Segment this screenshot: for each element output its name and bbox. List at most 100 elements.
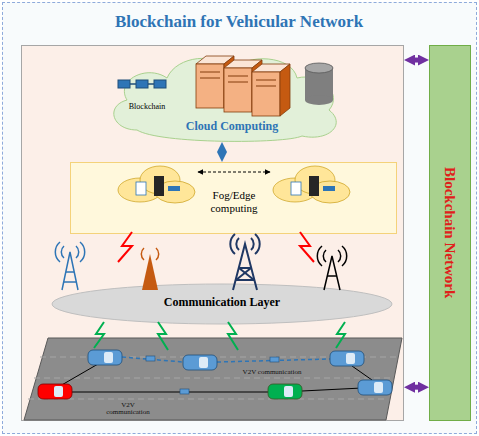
tower-bar (66, 271, 74, 273)
cylinder-body (305, 68, 333, 100)
cloud-puff (140, 166, 180, 194)
layer-label: Cloud Computing (147, 120, 317, 134)
cylinder-top (305, 63, 333, 73)
tower-bar (239, 267, 251, 269)
server-side (252, 60, 262, 112)
signal-arc (317, 246, 322, 266)
system-panel: Cloud ComputingBlockchainFog/Edge comput… (21, 45, 404, 421)
fog-cloud (118, 166, 195, 203)
car-window (199, 357, 208, 368)
cell-tower (141, 248, 158, 290)
cloud-puff (310, 181, 350, 203)
car (268, 384, 302, 399)
server-slot (200, 72, 220, 73)
signal-arc (61, 246, 64, 258)
car (88, 350, 122, 365)
lane-marking (28, 399, 388, 400)
car-window (284, 386, 293, 397)
lane-marking (34, 378, 392, 379)
layer-label: Fog/Edge computing (202, 189, 266, 214)
chain-block (323, 186, 335, 191)
chain-block (118, 80, 130, 88)
cloud-puff (118, 178, 162, 202)
server-slot (228, 82, 248, 83)
signal-arc (323, 250, 326, 262)
layer-label: Communication Layer (52, 296, 392, 310)
signal-arc (338, 250, 341, 262)
car (183, 355, 217, 370)
server-slot (256, 80, 276, 81)
server-top (224, 60, 262, 68)
band-label: Blockchain Network (441, 46, 458, 420)
cell-tower (317, 246, 346, 290)
database-cylinder (305, 63, 333, 105)
lane-marking (40, 357, 396, 358)
blockchain-link-arrow (413, 58, 420, 63)
car-body (330, 351, 364, 366)
tower-bar (236, 279, 254, 281)
wireless-link (94, 322, 104, 348)
link-label: V2V communication (230, 368, 314, 376)
signal-arc (255, 234, 260, 254)
document-icon (291, 182, 301, 195)
v2v-link (217, 359, 330, 362)
tower-body (142, 254, 158, 290)
chain-block (168, 186, 180, 191)
chain-link (148, 83, 154, 85)
cloud-shape (114, 58, 336, 141)
signal-arc (230, 234, 235, 254)
communication-layer: Communication Layer (52, 284, 392, 324)
chain-block (136, 80, 148, 88)
tower-frame (324, 256, 340, 290)
block-icon (180, 389, 189, 394)
server-side (280, 64, 290, 116)
cell-tower (230, 234, 259, 290)
car-window (346, 353, 355, 364)
v2v-link (302, 388, 362, 391)
car (358, 380, 392, 395)
v2v-link (122, 357, 183, 362)
tower-brace (236, 268, 251, 280)
signal-arc (141, 248, 144, 260)
cylinder-bottom (305, 95, 333, 105)
cloud-puff (155, 181, 195, 203)
signal-arc (251, 238, 254, 250)
server-slot (256, 86, 276, 87)
v2v-link (352, 366, 372, 380)
v2v-link (60, 364, 98, 386)
car (330, 351, 364, 366)
dotted-arrow (198, 171, 270, 172)
wireless-link (336, 322, 345, 348)
wireless-link (300, 232, 314, 262)
car-body (38, 384, 72, 399)
chain-block (154, 80, 166, 88)
tower-frame (62, 252, 78, 290)
data-flow-arrow (220, 150, 224, 154)
signal-arc (55, 242, 60, 262)
document-icon (136, 182, 146, 195)
cloud-layer: Cloud ComputingBlockchain (97, 50, 347, 142)
cell-tower (55, 242, 84, 290)
signal-arc (76, 246, 79, 258)
car-body (88, 350, 122, 365)
cloud-puff (295, 166, 335, 194)
car-body (268, 384, 302, 399)
road-shape (24, 338, 402, 420)
block-icon (270, 357, 279, 362)
server-top (252, 64, 290, 72)
layer-ellipse (52, 284, 392, 324)
road-shape (24, 338, 402, 420)
car-window (54, 386, 63, 397)
fog-layer: Fog/Edge computing (70, 162, 397, 234)
wireless-link (228, 322, 238, 350)
server-icon (154, 176, 164, 196)
diagram-title: Blockchain for Vehicular Network (3, 12, 475, 32)
server-slot (228, 76, 248, 77)
blockchain-band: Blockchain Network (429, 45, 471, 421)
server-front (196, 64, 224, 108)
wireless-link (118, 232, 132, 262)
signal-arc (342, 246, 347, 266)
blockchain-link-arrow (413, 385, 420, 390)
